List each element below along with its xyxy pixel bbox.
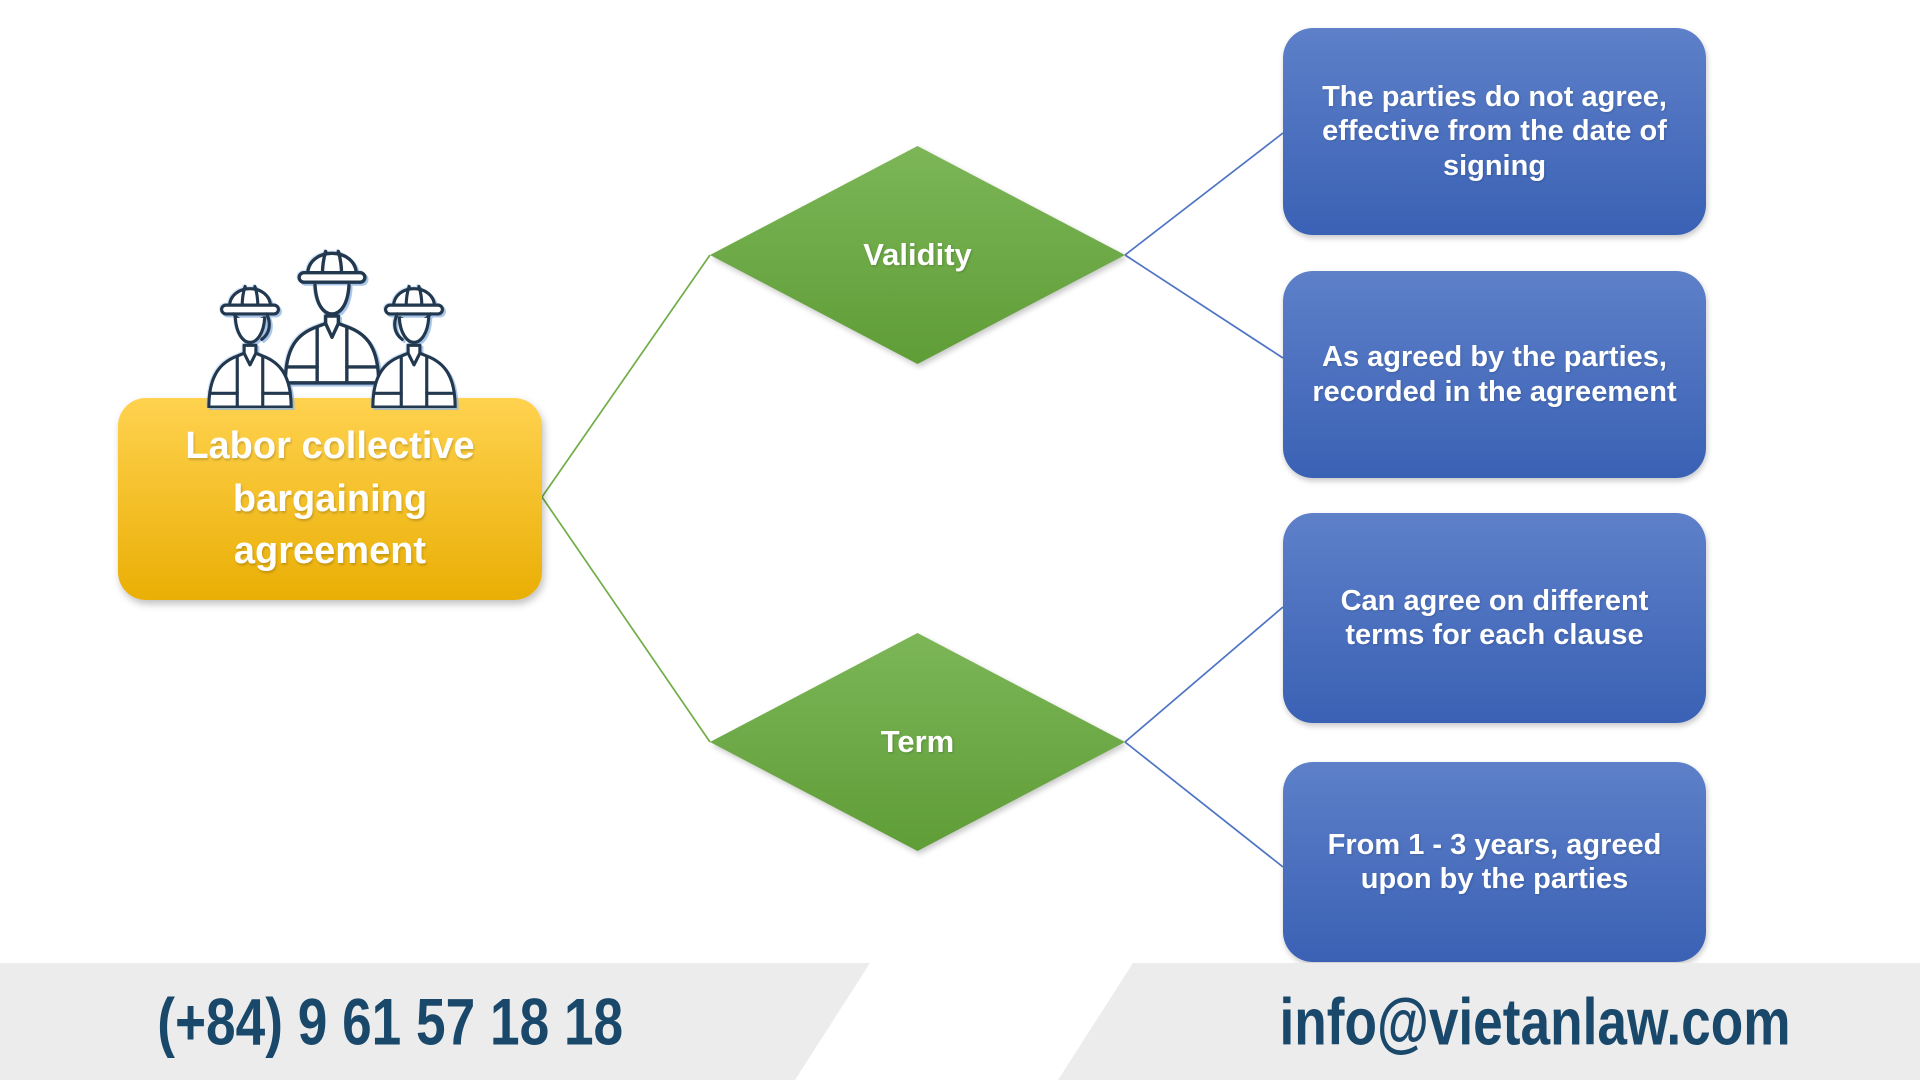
connector-root-term	[541, 496, 711, 743]
root-node: Labor collective bargaining agreement	[118, 398, 542, 600]
outcome-box-term-2: From 1 - 3 years, agreed upon by the par…	[1283, 762, 1706, 962]
outcome-box-validity-1: The parties do not agree, effective from…	[1283, 28, 1706, 235]
construction-workers-icon	[207, 249, 457, 408]
connector-validity-outcome1	[1124, 132, 1284, 256]
validity-diamond-shape: Validity	[710, 146, 1125, 364]
footer-phone: (+84) 9 61 57 18 18	[110, 963, 670, 1080]
term-diamond-shape: Term	[710, 633, 1125, 851]
footer-band-right	[1058, 963, 1920, 1080]
outcome-text: The parties do not agree, effective from…	[1322, 81, 1667, 182]
outcome-box-validity-2: As agreed by the parties, recorded in th…	[1283, 271, 1706, 478]
branch-node-validity: Validity	[710, 146, 1125, 364]
outcome-box-term-1: Can agree on different terms for each cl…	[1283, 513, 1706, 723]
footer-phone-text: (+84) 9 61 57 18 18	[157, 984, 623, 1059]
outcome-text: As agreed by the parties, recorded in th…	[1312, 341, 1677, 408]
connector-term-outcome3	[1124, 606, 1284, 743]
validity-label: Validity	[863, 237, 972, 272]
footer-email: info@vietanlaw.com	[1260, 963, 1810, 1080]
outcome-text: From 1 - 3 years, agreed upon by the par…	[1327, 828, 1662, 895]
connector-validity-outcome2	[1124, 254, 1284, 359]
term-label: Term	[880, 724, 955, 759]
root-node-label: Labor collective bargaining agreement	[185, 425, 475, 573]
outcome-text: Can agree on different terms for each cl…	[1340, 584, 1649, 651]
branch-node-term: Term	[710, 633, 1125, 851]
connector-term-outcome4	[1124, 741, 1284, 868]
footer-band-left	[0, 963, 870, 1080]
footer-email-text: info@vietanlaw.com	[1279, 984, 1791, 1059]
connector-root-validity	[541, 254, 711, 498]
